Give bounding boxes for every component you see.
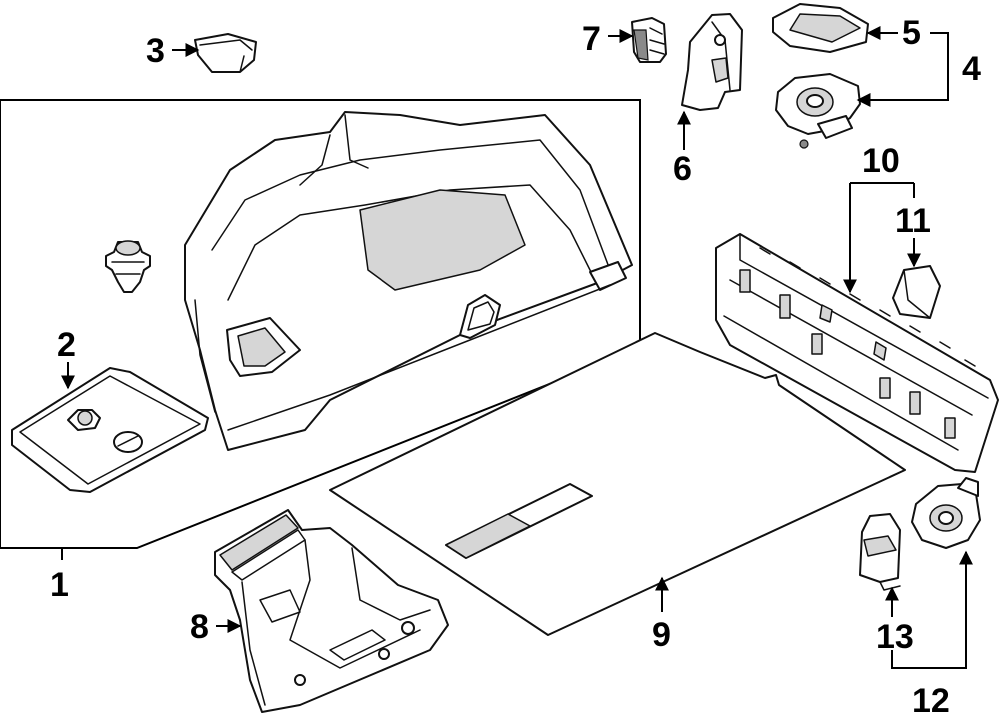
callout-6: 6 (673, 150, 692, 188)
leader-lines (61, 26, 973, 669)
group-frame-1 (0, 99, 641, 549)
push-pin-clip (105, 240, 151, 293)
cap-part-5 (772, 3, 869, 53)
side-trim-panel (184, 111, 633, 451)
callout-13: 13 (876, 618, 914, 656)
callout-5: 5 (902, 14, 921, 52)
callout-4: 4 (962, 50, 981, 88)
callout-7: 7 (582, 20, 601, 58)
clip-cover-part-3 (194, 33, 257, 73)
hook-part-4 (775, 73, 861, 149)
callout-11: 11 (895, 202, 931, 240)
callout-1: 1 (50, 566, 69, 604)
access-cover-panel (11, 367, 209, 493)
callout-9: 9 (652, 616, 671, 654)
cover-part-13 (859, 513, 901, 591)
fastener-part-7 (631, 17, 667, 63)
retainer-part-12 (911, 477, 981, 549)
storage-bin-part-8 (214, 509, 449, 713)
scuff-plate-part-10 (715, 233, 999, 473)
bracket-part-6 (681, 13, 743, 111)
callout-12: 12 (912, 682, 950, 719)
clip-part-11 (892, 265, 941, 319)
callout-2: 2 (57, 326, 76, 364)
floor-mat-part-9 (329, 332, 906, 636)
callout-8: 8 (190, 608, 209, 646)
callout-10: 10 (862, 142, 900, 180)
callout-3: 3 (146, 32, 165, 70)
